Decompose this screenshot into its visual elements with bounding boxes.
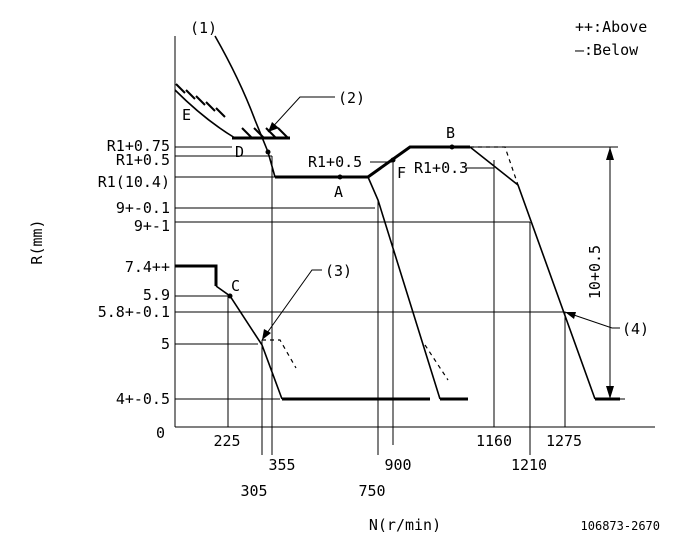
y-tick-labels: R1+0.75 R1+0.5 R1(10.4) 9+-0.1 9+-1 7.4+… (98, 137, 170, 442)
y-tick-7-4: 7.4++ (125, 258, 170, 276)
main-cut-off-line (367, 176, 441, 400)
y-tick-9-1: 9+-1 (134, 217, 170, 235)
stopper-line-2-hatching (241, 127, 289, 139)
inline-label-r1-0-3: R1+0.3 (414, 159, 468, 177)
point-a: A (334, 183, 343, 201)
stopper-hatching (175, 83, 226, 118)
dimension-10 (595, 147, 625, 400)
callout-3: (3) (325, 262, 352, 280)
y-tick-r1-0-75: R1+0.75 (107, 137, 170, 155)
y-tick-5-9: 5.9 (143, 286, 170, 304)
point-e: E (182, 106, 191, 124)
callout-leaders (261, 96, 620, 341)
y-tick-5-8: 5.8+-0.1 (98, 303, 170, 321)
x-tick-900: 900 (384, 456, 411, 474)
callout-2: (2) (338, 89, 365, 107)
full-load-curve (214, 35, 276, 178)
legend-above: ++:Above (575, 18, 647, 36)
x-leader-lines (227, 156, 566, 455)
x-tick-1160: 1160 (476, 432, 512, 450)
y-leader-lines (175, 146, 618, 400)
x-tick-355: 355 (268, 456, 295, 474)
drawing-number: 106873-2670 (581, 519, 660, 533)
start-characteristic-line (215, 285, 283, 400)
start-plateau (175, 264, 218, 286)
x-tick-labels: 225 355 900 1160 1275 305 750 1210 (213, 432, 582, 500)
right-characteristic-line (469, 146, 596, 400)
x-tick-750: 750 (358, 482, 385, 500)
legend-below: —:Below (575, 41, 639, 59)
y-tick-5: 5 (161, 335, 170, 353)
dimension-10-label: 10+0.5 (586, 245, 604, 299)
x-tick-1275: 1275 (546, 432, 582, 450)
y-tick-4: 4+-0.5 (116, 390, 170, 408)
callout-1: (1) (190, 19, 217, 37)
x-tick-305: 305 (240, 482, 267, 500)
main-cut-off-dashed (424, 344, 449, 381)
y-tick-r1-0-5: R1+0.5 (116, 151, 170, 169)
y-tick-9-0-1: 9+-0.1 (116, 199, 170, 217)
point-f: F (397, 164, 406, 182)
start-dashed-line (262, 339, 297, 369)
point-markers (227, 144, 455, 299)
y-axis-title: R(mm) (28, 219, 46, 264)
point-c: C (231, 277, 240, 295)
x-tick-225: 225 (213, 432, 240, 450)
y-tick-0: 0 (156, 424, 165, 442)
callout-4: (4) (622, 320, 649, 338)
inline-label-r1-0-5: R1+0.5 (308, 153, 362, 171)
x-axis-title: N(r/min) (369, 516, 441, 534)
y-tick-r1-10-4: R1(10.4) (98, 173, 170, 191)
point-b: B (446, 124, 455, 142)
right-dashed-line (470, 146, 519, 186)
point-d: D (235, 143, 244, 161)
x-tick-1210: 1210 (511, 456, 547, 474)
